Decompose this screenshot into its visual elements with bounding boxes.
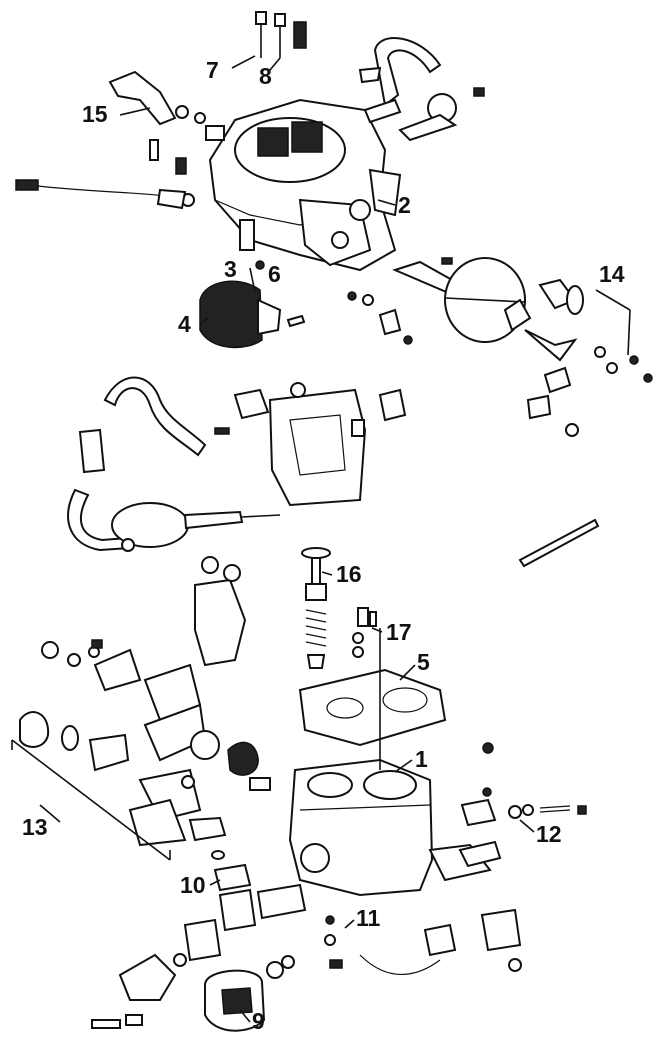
label-17: 17 bbox=[386, 619, 412, 645]
label-8: 8 bbox=[259, 63, 272, 89]
solenoid-9 bbox=[204, 955, 295, 1032]
screws-7-8 bbox=[231, 11, 307, 71]
wire-harness-11 bbox=[324, 908, 522, 975]
label-12: 12 bbox=[536, 821, 562, 847]
upper-carburetor-body bbox=[208, 98, 402, 272]
choke-cover-4 bbox=[199, 260, 306, 349]
label-5: 5 bbox=[417, 649, 430, 675]
upper-hose bbox=[358, 37, 485, 142]
small-screws-mid bbox=[347, 291, 413, 345]
jets-17 bbox=[352, 607, 381, 770]
label-15: 15 bbox=[82, 101, 108, 127]
mounting-bracket bbox=[214, 382, 407, 507]
linkage-15 bbox=[108, 70, 225, 175]
label-13: 13 bbox=[22, 814, 48, 840]
ground-wire bbox=[15, 179, 195, 210]
label-16: 16 bbox=[336, 561, 362, 587]
label-4: 4 bbox=[178, 311, 191, 337]
pump-cover bbox=[194, 556, 247, 667]
needle-valve-16 bbox=[301, 547, 331, 669]
throttle-shaft-group-14 bbox=[392, 257, 653, 437]
fuel-inlet-10 bbox=[211, 850, 252, 892]
label-2: 2 bbox=[398, 192, 411, 218]
leader-lines bbox=[39, 107, 535, 1023]
label-14: 14 bbox=[599, 261, 625, 287]
label-3: 3 bbox=[224, 256, 237, 282]
callout-labels: 7 8 15 2 3 6 4 14 16 17 5 1 13 12 10 11 … bbox=[22, 57, 625, 1034]
lower-carburetor-body bbox=[288, 758, 502, 897]
idle-screw-12 bbox=[460, 742, 587, 827]
label-9: 9 bbox=[252, 1008, 265, 1034]
vacuum-hoses bbox=[67, 376, 207, 552]
lower-mixture-parts bbox=[91, 777, 307, 1029]
label-11: 11 bbox=[356, 905, 381, 931]
gasket-5 bbox=[298, 668, 447, 747]
label-6: 6 bbox=[268, 261, 281, 287]
vacuum-unit bbox=[111, 502, 281, 552]
label-7: 7 bbox=[206, 57, 219, 83]
choke-linkage-left bbox=[11, 639, 259, 861]
label-10: 10 bbox=[180, 872, 206, 898]
pin-right bbox=[518, 518, 600, 568]
label-1: 1 bbox=[415, 746, 428, 772]
